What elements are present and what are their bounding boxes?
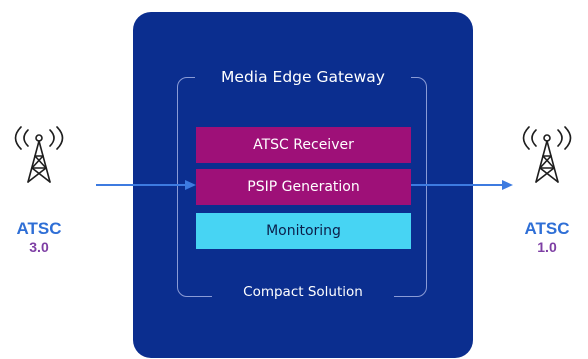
broadcast-tower-icon [14,126,64,183]
atsc-receiver-block: ATSC Receiver [196,127,411,163]
left-atsc-version: 3.0 [29,239,49,255]
compact-solution-label: Compact Solution [212,281,394,303]
psip-generation-block: PSIP Generation [196,169,411,205]
output-arrow [411,180,513,190]
monitoring-block: Monitoring [196,213,411,249]
right-atsc-label: ATSC [524,219,570,238]
input-arrow [96,180,196,190]
left-atsc-label: ATSC [16,219,62,238]
gateway-title: Media Edge Gateway [195,64,411,90]
right-atsc-version: 1.0 [537,239,557,255]
broadcast-tower-icon [522,126,572,183]
